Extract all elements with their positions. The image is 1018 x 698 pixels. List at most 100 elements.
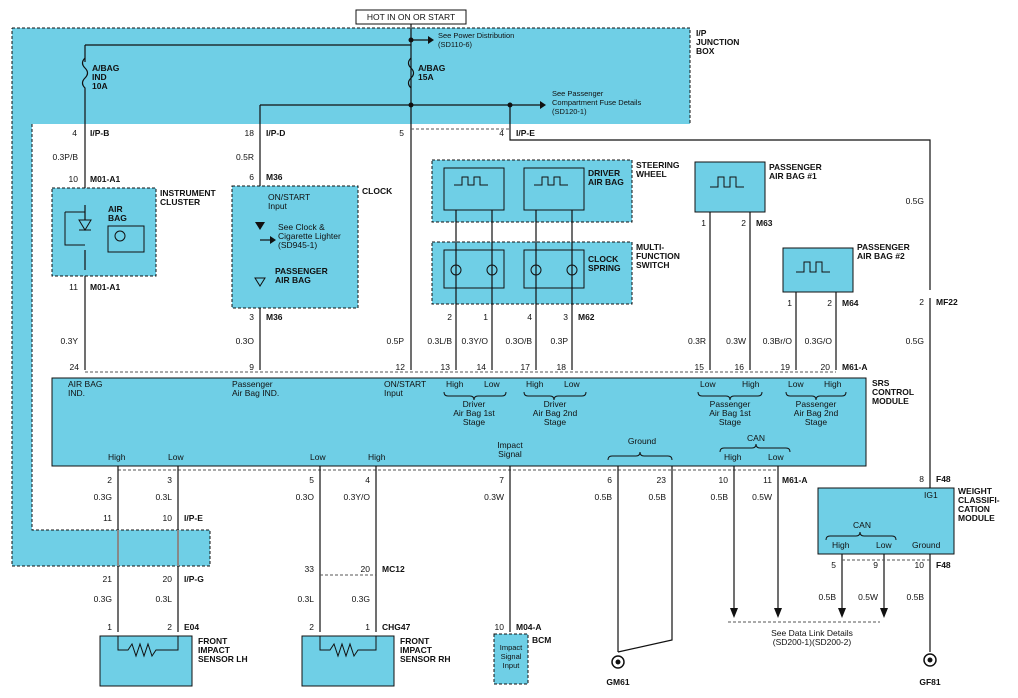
svg-text:11: 11 (103, 513, 112, 523)
svg-text:WHEEL: WHEEL (636, 169, 667, 179)
svg-text:33: 33 (305, 564, 315, 574)
driver-airbag-2-squib (523, 167, 585, 211)
svg-text:0.5P: 0.5P (387, 336, 405, 346)
svg-text:0.3G: 0.3G (94, 492, 112, 502)
svg-text:High: High (368, 452, 386, 462)
svg-text:M62: M62 (578, 312, 595, 322)
srs-pin-bottom: 11 (763, 475, 772, 485)
svg-text:10: 10 (915, 560, 925, 570)
svg-text:See Passenger: See Passenger (552, 89, 604, 98)
svg-text:0.3G/O: 0.3G/O (805, 336, 833, 346)
svg-text:10: 10 (163, 513, 173, 523)
weight-classification-module (818, 488, 954, 554)
svg-text:Input: Input (503, 661, 521, 670)
bcm-module (494, 634, 528, 684)
svg-text:IMPACT: IMPACT (400, 645, 433, 655)
svg-text:PASSENGER: PASSENGER (857, 242, 910, 252)
passenger-airbag-2 (783, 248, 853, 292)
svg-text:0.3L: 0.3L (155, 594, 172, 604)
svg-text:Stage: Stage (463, 417, 485, 427)
front-impact-sensor-lh (100, 636, 192, 686)
svg-text:CONTROL: CONTROL (872, 387, 914, 397)
svg-text:M63: M63 (756, 218, 773, 228)
svg-text:0.3W: 0.3W (726, 336, 746, 346)
srs-pin-top: 12 (396, 362, 406, 372)
svg-text:ON/START: ON/START (384, 379, 426, 389)
svg-text:F48: F48 (936, 560, 951, 570)
svg-text:Stage: Stage (719, 417, 741, 427)
svg-text:CAN: CAN (747, 433, 765, 443)
svg-text:0.3L/B: 0.3L/B (427, 336, 452, 346)
svg-text:AIR BAG: AIR BAG (68, 379, 102, 389)
svg-text:Stage: Stage (544, 417, 566, 427)
svg-text:IMPACT: IMPACT (198, 645, 231, 655)
svg-text:Cigarette Lighter: Cigarette Lighter (278, 231, 341, 241)
svg-text:3: 3 (563, 312, 568, 322)
arrow-right-icon (540, 101, 546, 109)
svg-text:CLUSTER: CLUSTER (160, 197, 200, 207)
srs-pin-bottom: 10 (719, 475, 729, 485)
svg-text:CLOCK: CLOCK (588, 254, 619, 264)
svg-text:Low: Low (876, 540, 892, 550)
ground-icon (611, 655, 625, 669)
svg-text:Ground: Ground (628, 436, 657, 446)
svg-text:STEERING: STEERING (636, 160, 680, 170)
svg-text:4: 4 (72, 128, 77, 138)
svg-text:0.5W: 0.5W (752, 492, 772, 502)
svg-text:0.3Y/O: 0.3Y/O (344, 492, 371, 502)
svg-text:Input: Input (268, 201, 288, 211)
svg-text:0.5B: 0.5B (711, 492, 729, 502)
svg-text:0.3Y/O: 0.3Y/O (462, 336, 489, 346)
front-impact-sensor-rh (302, 636, 394, 686)
svg-text:PASSENGER: PASSENGER (769, 162, 822, 172)
svg-text:Low: Low (700, 379, 716, 389)
svg-text:M04-A: M04-A (516, 622, 542, 632)
led-icon (254, 277, 266, 287)
svg-text:AIR BAG #1: AIR BAG #1 (769, 171, 817, 181)
svg-text:0.3O: 0.3O (236, 336, 255, 346)
svg-text:1: 1 (365, 622, 370, 632)
clock-spring-2 (523, 249, 585, 289)
svg-text:I/P-B: I/P-B (90, 128, 109, 138)
svg-text:10: 10 (495, 622, 505, 632)
svg-text:CHG47: CHG47 (382, 622, 411, 632)
svg-text:AIR BAG: AIR BAG (275, 275, 311, 285)
svg-text:Impact: Impact (497, 440, 523, 450)
svg-text:15A: 15A (418, 72, 434, 82)
hot-label: HOT IN ON OR START (367, 12, 455, 22)
svg-text:CLOCK: CLOCK (362, 186, 393, 196)
svg-text:AIR BAG: AIR BAG (588, 177, 624, 187)
srs-pin-top: 16 (735, 362, 745, 372)
svg-text:BOX: BOX (696, 46, 715, 56)
fuse-abag-ind (81, 57, 89, 132)
svg-text:2: 2 (309, 622, 314, 632)
ground-icon (923, 653, 937, 667)
svg-text:I/P-E: I/P-E (516, 128, 535, 138)
svg-text:Passenger: Passenger (796, 399, 837, 409)
svg-text:F48: F48 (936, 474, 951, 484)
svg-text:I/P-G: I/P-G (184, 574, 204, 584)
svg-text:MODULE: MODULE (872, 396, 909, 406)
arrow-right-icon (270, 236, 276, 244)
svg-text:JUNCTION: JUNCTION (696, 37, 739, 47)
svg-text:FRONT: FRONT (198, 636, 228, 646)
svg-text:BCM: BCM (532, 635, 551, 645)
svg-text:Air Bag 2nd: Air Bag 2nd (794, 408, 839, 418)
ip-junction-box (11, 27, 691, 567)
svg-text:18: 18 (245, 128, 255, 138)
svg-text:10: 10 (69, 174, 79, 184)
srs-pin-bottom: 4 (365, 475, 370, 485)
srs-pin-top: 9 (249, 362, 254, 372)
diode-icon (255, 222, 265, 230)
svg-text:3: 3 (249, 312, 254, 322)
svg-text:Air Bag 1st: Air Bag 1st (709, 408, 751, 418)
svg-text:Input: Input (384, 388, 404, 398)
svg-text:Low: Low (484, 379, 500, 389)
svg-text:0.5B: 0.5B (595, 492, 613, 502)
svg-text:BAG: BAG (108, 213, 127, 223)
svg-text:5: 5 (399, 128, 404, 138)
svg-text:PASSENGER: PASSENGER (275, 266, 328, 276)
svg-text:M64: M64 (842, 298, 859, 308)
svg-text:CLASSIFI-: CLASSIFI- (958, 495, 1000, 505)
